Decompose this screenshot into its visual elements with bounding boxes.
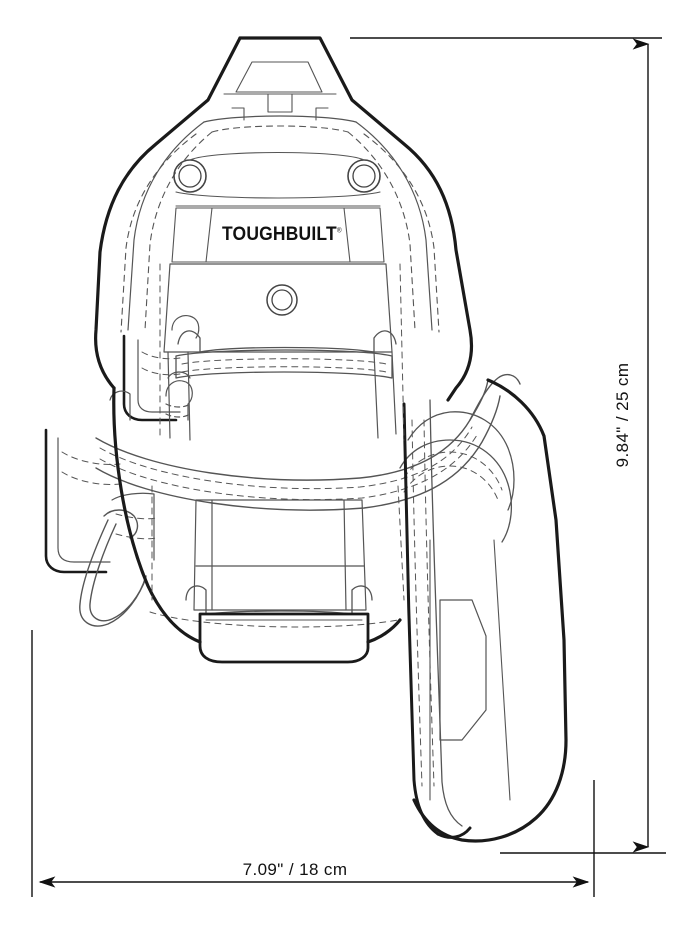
height-dimension-value: 9.84" / 25 cm [613,362,632,468]
lower-pocket-block [193,499,367,611]
upper-inner-band [175,151,381,207]
center-clip [165,315,200,421]
left-belt-loops [44,334,181,574]
product-illustration [44,36,568,843]
carry-handle [175,330,397,379]
width-dimension-label: 7.09" / 18 cm [0,860,590,880]
pouch-outer-body [94,36,474,402]
toughbuilt-logo-text: TOUGHBUILT [222,224,337,245]
rim-stitching [120,125,440,333]
top-flap [223,61,337,121]
brand-panel [171,207,385,263]
toughbuilt-logo: TOUGHBUILT® [222,224,342,246]
hammer-loop-carabiner [79,509,147,627]
registered-trademark-mark: ® [336,227,342,235]
belt-strap [95,373,521,511]
pouch-lower-outline [112,386,402,644]
width-dimension-value: 7.09" / 18 cm [242,860,348,879]
right-vertical-strap [402,399,472,839]
lower-retaining-strap [149,585,399,628]
inner-stitch-lines [151,263,405,601]
dimension-annotations [31,37,666,897]
padded-rim [127,115,433,331]
bottom-tab-flap [198,612,370,664]
center-divider-straps [167,351,397,441]
height-dimension-label: 9.84" / 25 cm [548,363,698,468]
